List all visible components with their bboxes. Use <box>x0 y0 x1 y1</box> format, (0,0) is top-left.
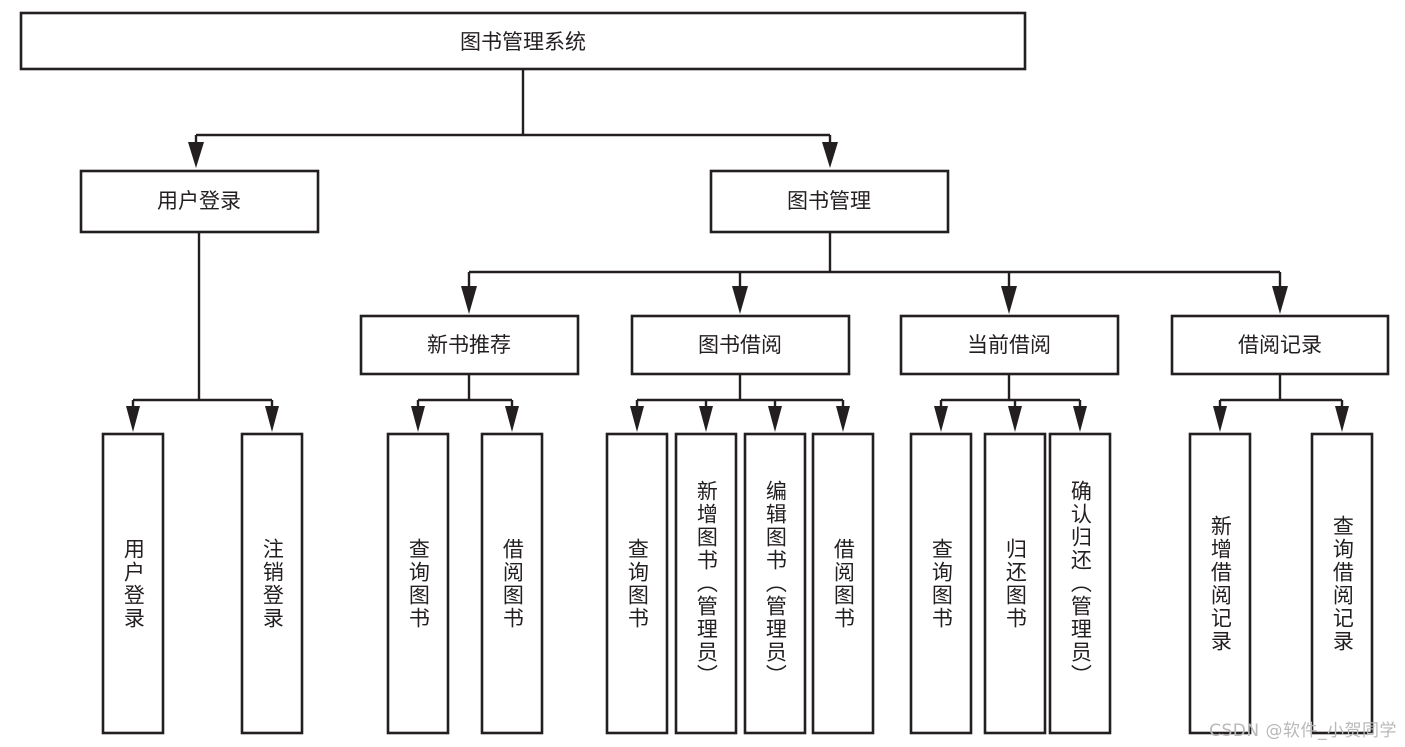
label-leaf-return-book: 归还图书 <box>1003 537 1028 630</box>
arrowhead-user-login <box>188 142 204 168</box>
node-user-login[interactable] <box>79 169 320 234</box>
label-new-book-recommendation: 新书推荐 <box>427 333 511 357</box>
arrowhead-record-query <box>1335 406 1349 432</box>
node-leaf-borrow-query-book[interactable] <box>605 432 669 735</box>
connector-layer <box>126 69 1349 432</box>
node-leaf-edit-book-admin[interactable] <box>743 432 807 735</box>
label-borrow-record: 借阅记录 <box>1238 333 1322 357</box>
node-root[interactable] <box>19 11 1027 71</box>
arrowhead-rec-borrow-book <box>505 406 519 432</box>
label-leaf-rec-query-book: 查询图书 <box>406 537 431 630</box>
node-leaf-rec-query-book[interactable] <box>386 432 450 735</box>
label-current-borrow: 当前借阅 <box>967 333 1051 357</box>
label-leaf-current-query-book: 查询图书 <box>929 537 954 630</box>
label-leaf-add-borrow-record: 新增借阅记录 <box>1208 514 1233 653</box>
arrowhead-borrow-borrow-book <box>836 406 850 432</box>
node-leaf-borrow-book[interactable] <box>811 432 875 735</box>
arrowhead-current-return-book <box>1008 406 1022 432</box>
label-user-login: 用户登录 <box>157 189 241 213</box>
label-leaf-confirm-return-admin: 确认归还（管理员） <box>1068 480 1093 687</box>
node-book-management[interactable] <box>709 169 950 234</box>
label-leaf-borrow-book: 借阅图书 <box>831 537 856 630</box>
node-leaf-user-login[interactable] <box>101 432 165 735</box>
label-book-management: 图书管理 <box>787 189 871 213</box>
label-leaf-logout: 注销登录 <box>260 537 285 630</box>
node-leaf-logout[interactable] <box>240 432 304 735</box>
node-leaf-rec-borrow-book[interactable] <box>480 432 544 735</box>
label-leaf-edit-book-admin: 编辑图书（管理员） <box>763 480 788 687</box>
node-book-borrow[interactable] <box>630 314 851 376</box>
label-layer: 图书管理系统 用户登录 图书管理 新书推荐 图书借阅 当前借阅 借阅记录 <box>157 30 1322 357</box>
label-leaf-add-book-admin: 新增图书（管理员） <box>694 480 719 687</box>
arrowhead-borrow-add-book <box>699 406 713 432</box>
node-leaf-add-borrow-record[interactable] <box>1188 432 1252 735</box>
arrowhead-leaf-user-login <box>126 406 140 432</box>
label-leaf-borrow-query-book: 查询图书 <box>625 537 650 630</box>
node-leaf-current-query-book[interactable] <box>909 432 973 735</box>
label-book-borrow: 图书借阅 <box>698 333 782 357</box>
arrowhead-borrow-edit-book <box>768 406 782 432</box>
node-borrow-record[interactable] <box>1170 314 1390 376</box>
watermark: CSDN @软件_小贺同学 <box>1209 721 1397 741</box>
arrowhead-new-book-rec <box>461 286 477 314</box>
label-leaf-query-borrow-record: 查询借阅记录 <box>1330 514 1355 653</box>
node-leaf-add-book-admin[interactable] <box>674 432 738 735</box>
node-leaf-confirm-return-admin[interactable] <box>1048 432 1112 735</box>
arrowhead-record-add <box>1213 406 1227 432</box>
arrowhead-current-query-book <box>934 406 948 432</box>
node-layer <box>19 11 1390 735</box>
arrowhead-book-manage <box>822 142 838 168</box>
label-leaf-user-login: 用户登录 <box>121 537 146 630</box>
arrowhead-current-confirm-return <box>1073 406 1087 432</box>
arrowhead-borrow-record <box>1272 286 1288 314</box>
label-leaf-rec-borrow-book: 借阅图书 <box>500 537 525 630</box>
arrowhead-current-borrow <box>1001 286 1017 314</box>
arrowhead-borrow-query-book <box>630 406 644 432</box>
arrowhead-leaf-logout <box>265 406 279 432</box>
arrowhead-book-borrow <box>732 286 748 314</box>
node-leaf-query-borrow-record[interactable] <box>1310 432 1374 735</box>
node-leaf-return-book[interactable] <box>983 432 1047 735</box>
node-new-book-recommendation[interactable] <box>359 314 580 376</box>
node-current-borrow[interactable] <box>899 314 1120 376</box>
arrowhead-rec-query-book <box>411 406 425 432</box>
label-root: 图书管理系统 <box>460 30 586 54</box>
